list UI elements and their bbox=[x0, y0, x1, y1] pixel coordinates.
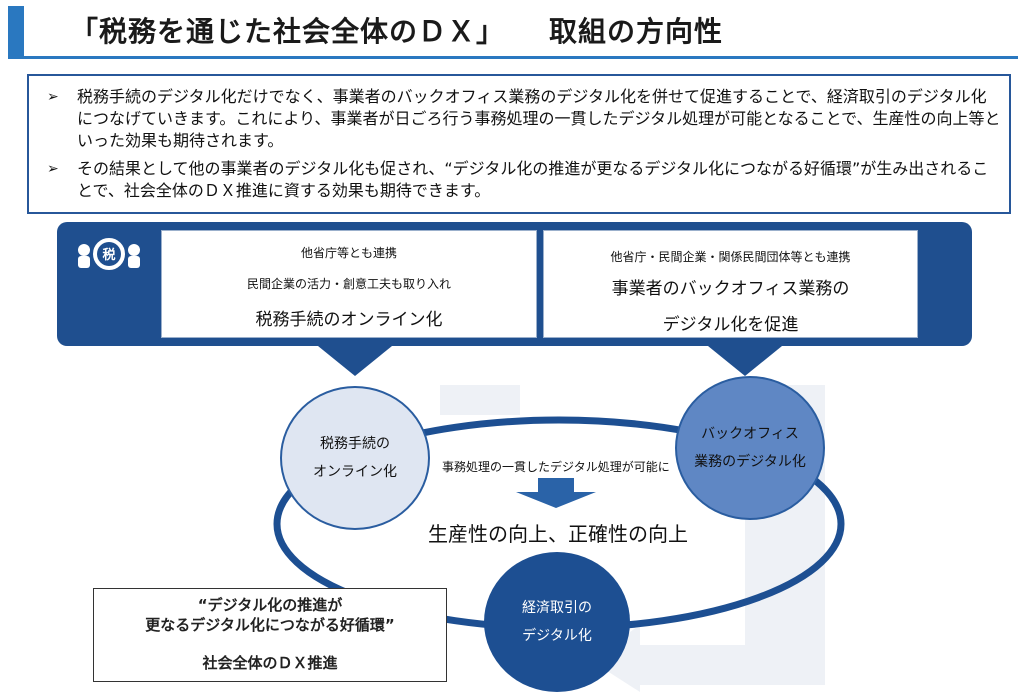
tax-logo-glyph: 税 bbox=[102, 247, 115, 263]
ring-caption: 事務処理の一貫したデジタル処理が可能に bbox=[442, 460, 670, 474]
node-online-tax: 税務手続の オンライン化 bbox=[280, 386, 430, 530]
card-online-note-1: 他省庁等とも連携 bbox=[300, 246, 397, 260]
summary-bullet-1-text: 税務手続のデジタル化だけでなく、事業者のバックオフィス業務のデジタル化を併せて促… bbox=[77, 87, 1001, 150]
card-online-note-2: 民間企業の活力・創意工夫も取り入れ bbox=[246, 277, 451, 291]
page-title-main: 「税務を通じた社会全体のＤＸ」 bbox=[70, 15, 506, 48]
node-online-line2: オンライン化 bbox=[313, 464, 397, 480]
title-underline bbox=[8, 56, 1018, 59]
node-economic-transactions: 経済取引の デジタル化 bbox=[484, 552, 630, 692]
title-accent-bar bbox=[8, 6, 24, 56]
virtuous-quote-line2: 更なるデジタル化につながる好循環” bbox=[145, 616, 395, 634]
card-backoffice-heading-1: 事業者のバックオフィス業務の bbox=[611, 279, 850, 299]
card-backoffice-heading-2: デジタル化を促進 bbox=[662, 315, 799, 335]
tax-agency-logo-icon: 税 bbox=[78, 238, 140, 270]
summary-bullet-2-text: その結果として他の事業者のデジタル化も促され、“デジタル化の推進が更なるデジタル… bbox=[77, 159, 989, 200]
arrow-down-right-icon bbox=[708, 346, 782, 376]
node-backoffice-line2: 業務のデジタル化 bbox=[694, 454, 806, 470]
node-backoffice: バックオフィス 業務のデジタル化 bbox=[675, 376, 825, 520]
card-backoffice-note: 他省庁・民間企業・関係民間団体等とも連携 bbox=[610, 250, 851, 264]
node-backoffice-line1: バックオフィス bbox=[701, 426, 799, 442]
summary-bullet-1: ➢ 税務手続のデジタル化だけでなく、事業者のバックオフィス業務のデジタル化を併せ… bbox=[37, 86, 1001, 152]
bullet-arrow-icon: ➢ bbox=[47, 89, 59, 105]
node-online-line1: 税務手続の bbox=[320, 436, 390, 452]
card-online-tax: 他省庁等とも連携 民間企業の活力・創意工夫も取り入れ 税務手続のオンライン化 bbox=[161, 230, 537, 338]
card-backoffice: 他省庁・民間企業・関係民間団体等とも連携 事業者のバックオフィス業務の デジタル… bbox=[543, 230, 918, 338]
society-dx-outcome: 社会全体のＤＸ推進 bbox=[202, 654, 338, 672]
page-title: 「税務を通じた社会全体のＤＸ」 取組の方向性 bbox=[70, 10, 723, 50]
bullet-arrow-icon: ➢ bbox=[47, 161, 59, 177]
arrow-down-left-icon bbox=[318, 346, 392, 376]
node-econ-line1: 経済取引の bbox=[522, 600, 592, 616]
summary-box: ➢ 税務手続のデジタル化だけでなく、事業者のバックオフィス業務のデジタル化を併せ… bbox=[27, 74, 1011, 214]
card-online-heading: 税務手続のオンライン化 bbox=[255, 310, 443, 330]
title-bar: 「税務を通じた社会全体のＤＸ」 取組の方向性 bbox=[0, 0, 1024, 62]
virtuous-quote-line1: “デジタル化の推進が bbox=[197, 596, 343, 614]
productivity-result: 生産性の向上、正確性の向上 bbox=[428, 522, 688, 546]
node-econ-line2: デジタル化 bbox=[522, 628, 592, 644]
virtuous-cycle-box: “デジタル化の推進が 更なるデジタル化につながる好循環” 社会全体のＤＸ推進 bbox=[93, 588, 447, 682]
summary-bullet-2: ➢ その結果として他の事業者のデジタル化も促され、“デジタル化の推進が更なるデジ… bbox=[37, 158, 1001, 202]
center-arrow-down-icon bbox=[516, 478, 596, 508]
page-title-sub: 取組の方向性 bbox=[549, 15, 724, 48]
